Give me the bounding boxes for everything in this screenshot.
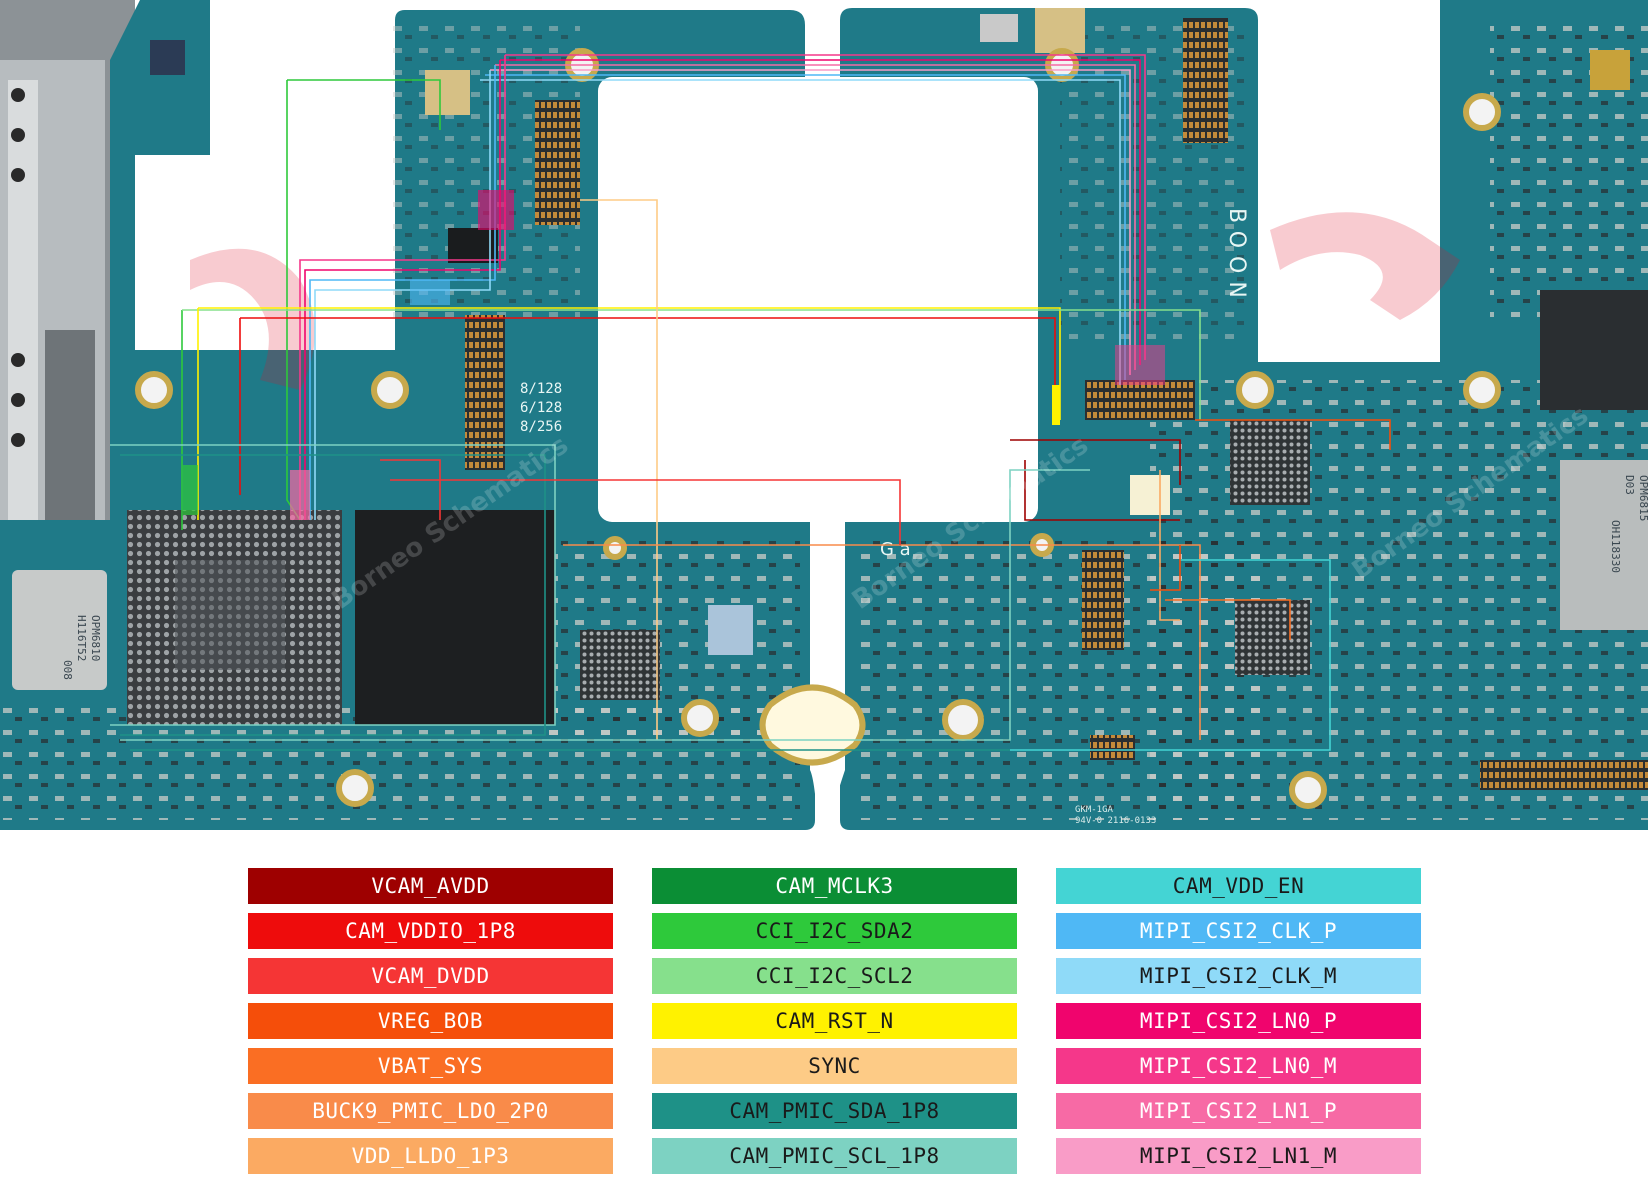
legend-item-cam-pmic-scl-1p8: CAM_PMIC_SCL_1P8 [652, 1138, 1017, 1174]
pcb-illustration: 8/128 6/128 8/256 BOON OPM6810 H116T52 0… [0, 0, 1648, 830]
silkscreen-labels: 8/128 6/128 8/256 [520, 381, 562, 435]
legend-item-sync: SYNC [652, 1048, 1017, 1084]
legend-item-cci-i2c-sda2: CCI_I2C_SDA2 [652, 913, 1017, 949]
sim-tray-area [0, 0, 135, 540]
connector-top-left [535, 100, 580, 225]
legend-item-cam-mclk3: CAM_MCLK3 [652, 868, 1017, 904]
legend-item-mipi-csi2-ln0-m: MIPI_CSI2_LN0_M [1056, 1048, 1421, 1084]
chip-marking-text: OPM6815 [1637, 475, 1648, 521]
chip-marking-text: D03 [1623, 475, 1636, 495]
silkscreen-text: 6/128 [520, 400, 562, 416]
chip-marking-text: 008 [61, 660, 74, 680]
legend-item-buck9-pmic-ldo-2p0: BUCK9_PMIC_LDO_2P0 [248, 1093, 613, 1129]
connector-camera [1085, 380, 1195, 420]
legend-item-mipi-csi2-ln0-p: MIPI_CSI2_LN0_P [1056, 1003, 1421, 1039]
legend-item-cam-rst-n: CAM_RST_N [652, 1003, 1017, 1039]
pcb-board-photo: 8/128 6/128 8/256 BOON OPM6810 H116T52 0… [0, 0, 1648, 830]
net-traces [110, 54, 1391, 751]
legend-item-mipi-csi2-ln1-m: MIPI_CSI2_LN1_M [1056, 1138, 1421, 1174]
watermark-logo [190, 212, 1460, 390]
legend-item-mipi-csi2-clk-m: MIPI_CSI2_CLK_M [1056, 958, 1421, 994]
legend-item-cam-vddio-1p8: CAM_VDDIO_1P8 [248, 913, 613, 949]
chip-marking-text: H116T52 [75, 615, 88, 661]
chip-marking-text: OPM6810 [89, 615, 102, 661]
connector-mid-right [1082, 550, 1124, 650]
pmic-chip [12, 570, 107, 690]
silkscreen-text: 8/128 [520, 381, 562, 397]
legend-item-mipi-csi2-ln1-p: MIPI_CSI2_LN1_P [1056, 1093, 1421, 1129]
chip-markings: OPM6810 H116T52 008 OPM6815 D03 OH118330 [61, 475, 1648, 680]
legend-item-cam-pmic-sda-1p8: CAM_PMIC_SDA_1P8 [652, 1093, 1017, 1129]
legend-item-vbat-sys: VBAT_SYS [248, 1048, 613, 1084]
legend-item-vcam-dvdd: VCAM_DVDD [248, 958, 613, 994]
connector-top-right [1183, 18, 1228, 143]
footer-marking: GKM-1GA 94V-0 2116-0133 [1075, 805, 1156, 826]
legend-item-cam-vdd-en: CAM_VDD_EN [1056, 868, 1421, 904]
legend-item-cci-i2c-scl2: CCI_I2C_SCL2 [652, 958, 1017, 994]
footer-marking-text: GKM-1GA [1075, 805, 1114, 815]
trace-highlight-blocks [183, 190, 1165, 520]
connector-mid-left [465, 315, 505, 470]
memory-chip [355, 510, 555, 725]
legend-item-vdd-lldo-1p3: VDD_LLDO_1P3 [248, 1138, 613, 1174]
chip-marking-text: OH118330 [1609, 520, 1622, 573]
legend-item-vreg-bob: VREG_BOB [248, 1003, 613, 1039]
footer-marking-text: 94V-0 2116-0133 [1075, 816, 1156, 826]
legend-item-vcam-avdd: VCAM_AVDD [248, 868, 613, 904]
silkscreen-text: 8/256 [520, 419, 562, 435]
legend-item-mipi-csi2-clk-p: MIPI_CSI2_CLK_P [1056, 913, 1421, 949]
silkscreen-vertical-text: BOON [1224, 208, 1249, 306]
connector-bottom-right [1480, 760, 1648, 790]
